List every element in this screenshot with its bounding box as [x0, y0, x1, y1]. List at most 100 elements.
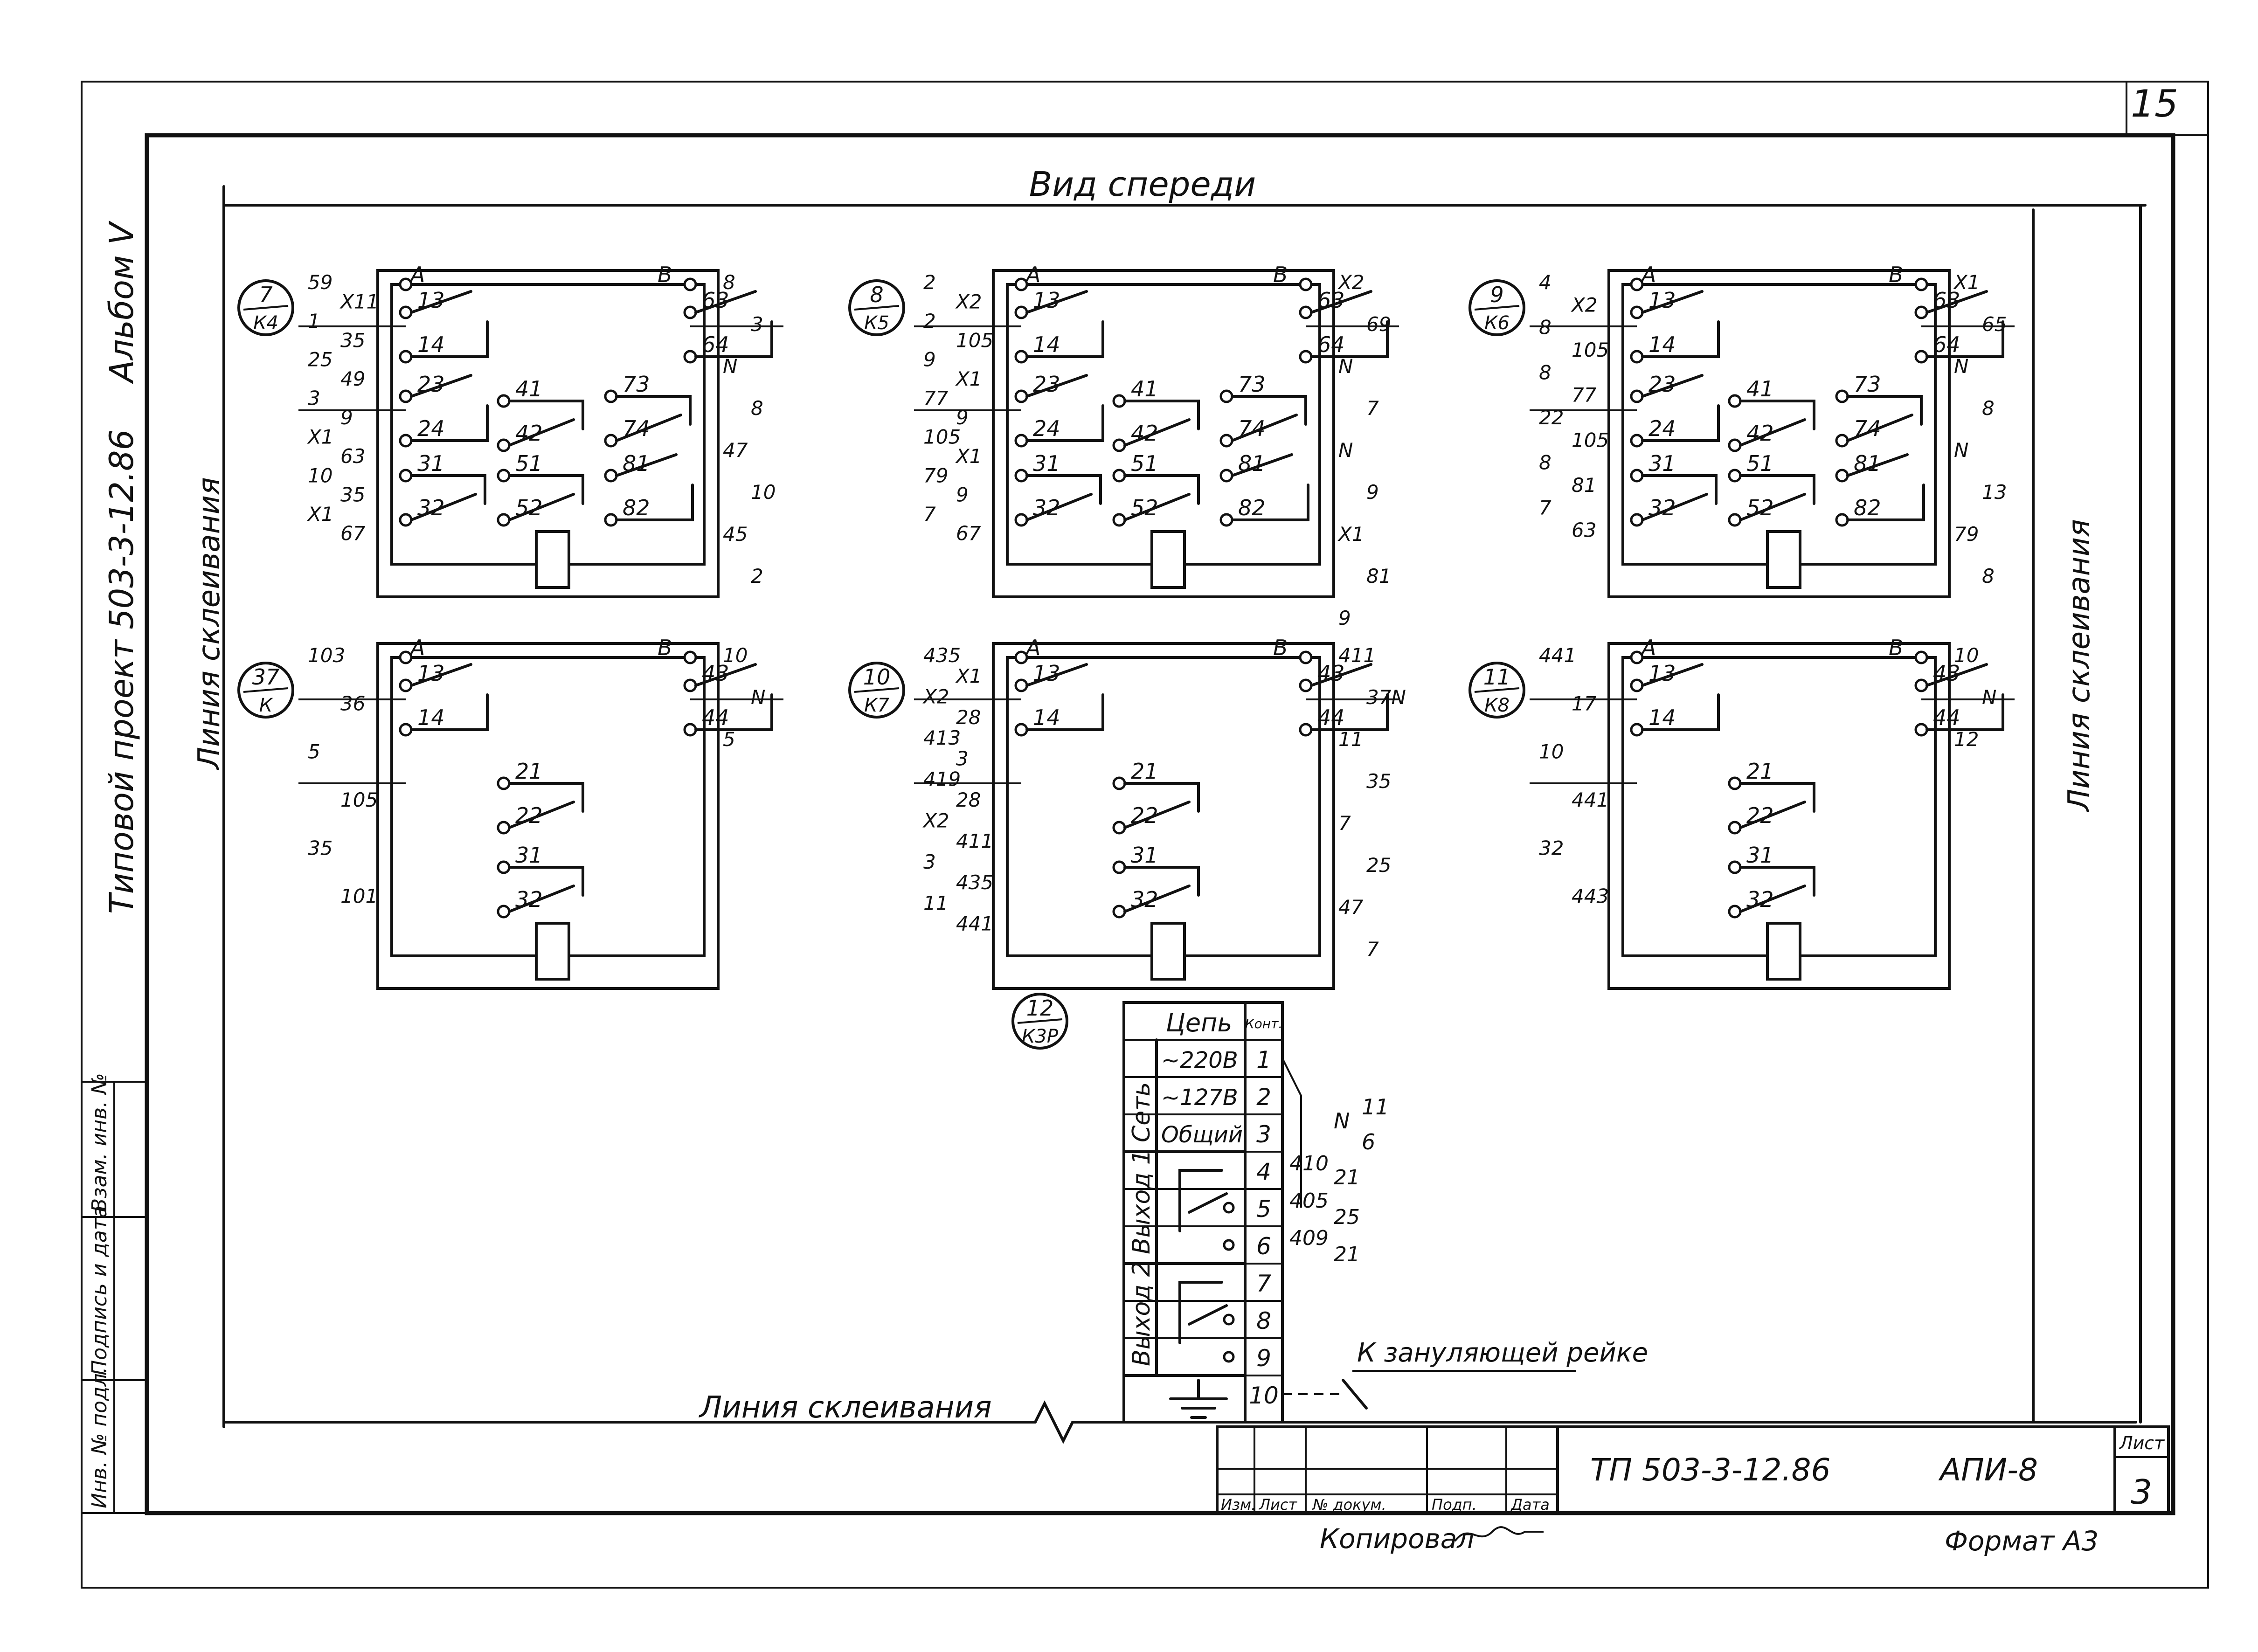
- wire-number: 441: [1539, 644, 1576, 667]
- stamp-replace: Взам. инв. №: [88, 1073, 111, 1212]
- contact-number: 31: [417, 451, 445, 476]
- designator-code: К: [259, 695, 273, 716]
- terminal-pin: [1112, 438, 1126, 452]
- wire-number: 7: [923, 503, 936, 525]
- terminal-pin: [1914, 723, 1928, 737]
- apu-wire: 405: [1289, 1189, 1329, 1213]
- wire-number: 79: [923, 464, 948, 487]
- title-block: Изм. Лист № докум. Подп. Дата ТП 503-3-1…: [1216, 1425, 2170, 1514]
- terminal-pin: [497, 513, 511, 527]
- terminal-pin: [1728, 821, 1742, 835]
- terminal-pin: [1914, 350, 1928, 364]
- glue-line-bottom: Линия склеивания: [699, 1390, 992, 1425]
- terminal-pin: [1835, 434, 1849, 448]
- wire-number: 69: [1366, 313, 1391, 336]
- contact-number: 14: [417, 705, 445, 730]
- terminal-pin: [1630, 277, 1644, 291]
- wire-number: 67: [340, 522, 366, 545]
- wire-number: 2: [751, 565, 763, 588]
- contact-number: 21: [515, 759, 543, 784]
- terminal-pin: [683, 650, 697, 664]
- contact-letter: A: [1025, 635, 1040, 660]
- wire-number: X1: [307, 503, 334, 525]
- terminal-pin: [1630, 389, 1644, 403]
- wire-number: 35: [1366, 770, 1391, 793]
- contact-letter: A: [1025, 262, 1040, 287]
- contact-number: 31: [1033, 451, 1060, 476]
- wire-number: 63: [1572, 519, 1596, 542]
- contact-letter: A: [1640, 635, 1656, 660]
- apu-terminal-number: 1: [1256, 1046, 1271, 1073]
- tb-col-list: Лист: [1259, 1496, 1297, 1514]
- terminal-pin: [1299, 277, 1313, 291]
- apu-terminal-number: 4: [1256, 1158, 1271, 1185]
- wire-number: 8: [1539, 361, 1552, 384]
- wire-number: 25: [308, 348, 332, 371]
- terminal-pin: [1014, 277, 1028, 291]
- terminal-pin: [497, 860, 511, 874]
- wire-number: X1: [955, 367, 982, 390]
- wire-number: 9: [1338, 607, 1351, 629]
- wire-number: 3: [751, 313, 763, 336]
- wire-number: 3: [923, 850, 936, 873]
- terminal-pin: [1914, 678, 1928, 692]
- apu-ground-note: К зануляющей рейке: [1357, 1338, 1648, 1368]
- wire-number: 9: [1366, 481, 1379, 504]
- contact-letter: A: [409, 635, 425, 660]
- contact-number: 82: [1854, 495, 1881, 520]
- tb-col-izm: Изм.: [1221, 1496, 1256, 1514]
- apu-header-num: Конт.: [1245, 1016, 1283, 1031]
- wire-number: 25: [1366, 854, 1391, 877]
- terminal-pin: [683, 678, 697, 692]
- terminal-pin: [1299, 650, 1313, 664]
- contact-number: 14: [1648, 332, 1676, 357]
- wire-number: 9: [923, 348, 936, 371]
- relay-designator: 37К: [237, 662, 294, 719]
- contact-number: 31: [1746, 843, 1774, 868]
- contact-number: 73: [1238, 372, 1266, 397]
- apu-wire: 21: [1334, 1166, 1360, 1189]
- wire-number: 9: [956, 484, 969, 506]
- wire-labels: 435X1X228413341928X241134351144141137N11…: [914, 644, 1406, 961]
- apu-wire: 409: [1289, 1226, 1329, 1250]
- terminal-pin: [1014, 469, 1028, 483]
- designator-code: К7: [864, 695, 889, 716]
- contact-number: 24: [417, 416, 445, 441]
- designator-code: К5: [864, 312, 889, 334]
- wire-number: 7: [1539, 496, 1552, 519]
- relay-coil: [535, 922, 570, 981]
- wire-number: X1: [955, 445, 982, 468]
- contact-number: 73: [623, 372, 650, 397]
- wire-number: 10: [1539, 740, 1564, 763]
- contact-number: 41: [1746, 376, 1774, 401]
- relay-coil: [1150, 922, 1186, 981]
- terminal-pin: [1112, 860, 1126, 874]
- terminal-pin: [1299, 723, 1313, 737]
- apu-row-label: ~127В: [1161, 1085, 1238, 1111]
- terminal-pin: [399, 469, 413, 483]
- terminal-pin: [399, 650, 413, 664]
- apu-row-label: Общий: [1161, 1122, 1243, 1148]
- wire-number: 3: [308, 387, 320, 410]
- wire-number: N: [1954, 355, 1968, 378]
- terminal-pin: [1112, 905, 1126, 919]
- designator-number: 10: [863, 664, 891, 690]
- terminal-pin: [1914, 305, 1928, 319]
- wire-number: X2: [922, 685, 949, 708]
- wire-number: 65: [1982, 313, 2007, 336]
- contact-number: 24: [1648, 416, 1676, 441]
- apu-terminal-number: 9: [1256, 1345, 1271, 1372]
- tb-col-sign: Подп.: [1432, 1496, 1477, 1514]
- terminal-pin: [1112, 821, 1126, 835]
- apu-terminal-number: 6: [1256, 1233, 1271, 1260]
- terminal-pin: [683, 723, 697, 737]
- apu-wire: 11: [1362, 1094, 1389, 1120]
- apu-terminal-number: 10: [1249, 1382, 1279, 1409]
- wire-number: 10: [751, 481, 776, 504]
- terminal-pin: [399, 350, 413, 364]
- wire-number: 5: [723, 728, 735, 751]
- view-title: Вид спереди: [1029, 165, 1256, 204]
